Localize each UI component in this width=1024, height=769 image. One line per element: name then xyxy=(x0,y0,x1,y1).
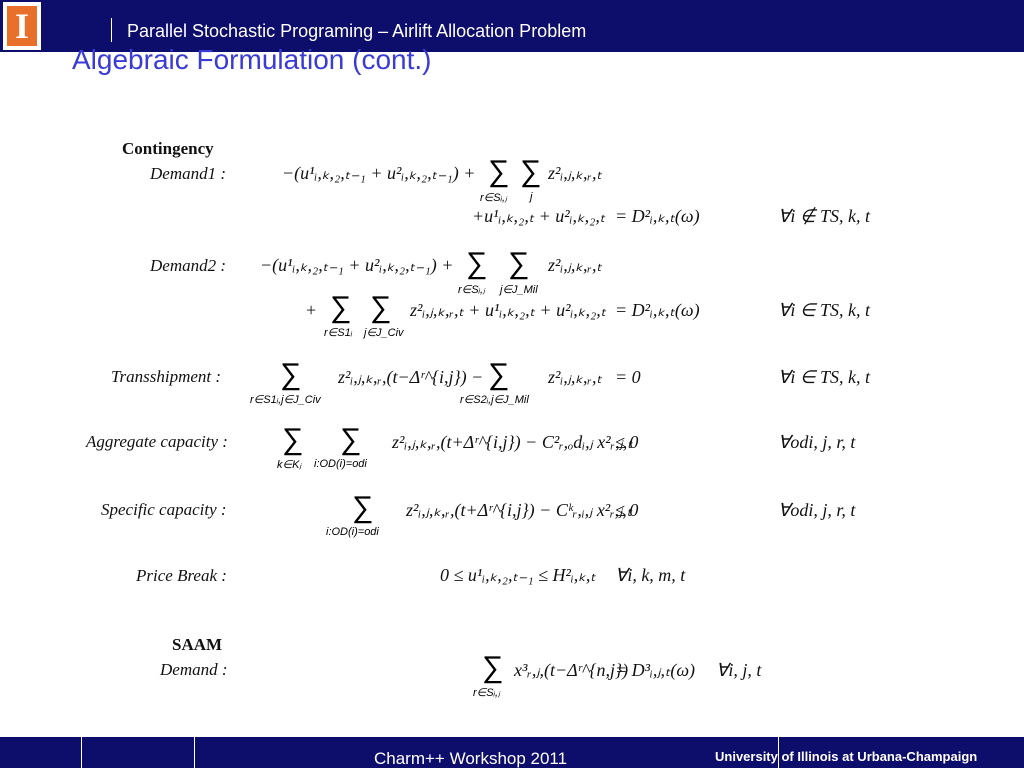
price-break-domain: ∀i, k, m, t xyxy=(615,565,686,585)
saam-rhs: = D³ᵢ,ⱼ,ₜ(ω) xyxy=(615,660,696,680)
saam-term: x³ᵣ,ⱼ,(t−Δʳ^{n,j}) xyxy=(514,660,629,680)
footer-institution: University of Illinois at Urbana-Champai… xyxy=(715,749,978,764)
transshipment-rhs: = 0 xyxy=(615,367,641,387)
summation-icon: ∑ xyxy=(282,423,304,456)
header-title: Parallel Stochastic Programing – Airlift… xyxy=(127,21,587,41)
demand1-rhs: = D²ᵢ,ₖ,ₜ(ω) xyxy=(615,206,700,226)
summation-icon: ∑ xyxy=(520,155,542,188)
demand2-sum1-sub: r∈Sᵢ,ⱼ xyxy=(458,284,485,296)
demand2-line2-term: z²ᵢ,ⱼ,ₖ,ᵣ,ₜ + u¹ᵢ,ₖ,₂,ₜ + u²ᵢ,ₖ,₂,ₜ xyxy=(410,300,607,320)
label-aggregate-capacity: Aggregate capacity : xyxy=(86,432,228,451)
summation-icon: ∑ xyxy=(280,358,302,391)
transshipment-term2: z²ᵢ,ⱼ,ₖ,ᵣ,ₜ xyxy=(548,367,602,387)
logo-block-icon: I xyxy=(7,6,37,46)
label-price-break: Price Break : xyxy=(136,566,227,585)
aggregate-sum1-sub: k∈Kⱼ xyxy=(277,459,302,471)
demand1-sum2-sub: j xyxy=(530,191,533,203)
footer-bar: Charm++ Workshop 2011 University of Illi… xyxy=(0,737,1024,768)
specific-domain: ∀odi, j, r, t xyxy=(778,500,856,520)
demand2-line1-lhs: −(u¹ᵢ,ₖ,₂,ₜ₋₁ + u²ᵢ,ₖ,₂,ₜ₋₁) + xyxy=(260,255,454,275)
transshipment-sum1-sub: r∈S1ᵢ,j∈J_Civ xyxy=(250,394,321,406)
footer-divider xyxy=(81,737,82,768)
summation-icon: ∑ xyxy=(482,651,504,684)
footer-divider xyxy=(194,737,195,768)
summation-icon: ∑ xyxy=(370,291,392,324)
footer-event-name: Charm++ Workshop 2011 xyxy=(374,749,568,768)
demand2-sum4-sub: j∈J_Civ xyxy=(364,327,404,339)
transshipment-sum2-sub: r∈S2ᵢ,j∈J_Mil xyxy=(460,394,529,406)
slide-title: Algebraic Formulation (cont.) xyxy=(72,44,432,75)
summation-icon: ∑ xyxy=(488,155,510,188)
transshipment-term1: z²ᵢ,ⱼ,ₖ,ᵣ,(t−Δʳ^{i,j}) − xyxy=(338,367,484,387)
aggregate-sum2-sub: i:OD(i)=odi xyxy=(314,458,367,470)
saam-domain: ∀i, j, t xyxy=(716,660,762,680)
demand1-sum1-sub: r∈Sᵢ,ⱼ xyxy=(480,192,507,204)
section-heading-contingency: Contingency xyxy=(122,139,214,158)
label-transshipment: Transshipment : xyxy=(111,367,222,386)
label-demand2: Demand2 : xyxy=(150,256,227,275)
footer-divider xyxy=(778,737,779,768)
logo-letter: I xyxy=(14,6,29,46)
summation-icon: ∑ xyxy=(330,291,352,324)
specific-rhs: ≤ 0 xyxy=(615,500,639,520)
demand2-domain: ∀i ∈ TS, k, t xyxy=(778,300,870,320)
summation-icon: ∑ xyxy=(352,491,374,524)
demand2-sum2-sub: j∈J_Mil xyxy=(500,284,538,296)
header-bar: I Parallel Stochastic Programing – Airli… xyxy=(0,0,1024,52)
summation-icon: ∑ xyxy=(508,247,530,280)
label-demand1: Demand1 : xyxy=(150,164,227,183)
summation-icon: ∑ xyxy=(340,423,362,456)
summation-icon: ∑ xyxy=(466,247,488,280)
saam-sum-sub: r∈Sᵢ,ⱼ xyxy=(473,687,500,699)
transshipment-domain: ∀i ∈ TS, k, t xyxy=(778,367,870,387)
demand2-rhs: = D²ᵢ,ₖ,ₜ(ω) xyxy=(615,300,700,320)
demand2-line1-term: z²ᵢ,ⱼ,ₖ,ᵣ,ₜ xyxy=(548,255,602,275)
demand1-line1-term: z²ᵢ,ⱼ,ₖ,ᵣ,ₜ xyxy=(548,163,602,183)
specific-term: z²ᵢ,ⱼ,ₖ,ᵣ,(t+Δʳ^{i,j}) − Cᵏᵣ,ᵢ,ⱼ x²ᵣ,ⱼ,ₜ xyxy=(406,500,633,520)
label-saam-demand: Demand : xyxy=(160,660,228,679)
specific-sum-sub: i:OD(i)=odi xyxy=(326,526,379,538)
summation-icon: ∑ xyxy=(488,358,510,391)
demand1-line2-lhs: +u¹ᵢ,ₖ,₂,ₜ + u²ᵢ,ₖ,₂,ₜ xyxy=(472,206,606,226)
demand1-domain: ∀i ∉ TS, k, t xyxy=(778,206,870,226)
price-break-expr: 0 ≤ u¹ᵢ,ₖ,₂,ₜ₋₁ ≤ H²ᵢ,ₖ,ₜ xyxy=(440,565,596,585)
university-logo: I xyxy=(3,2,41,50)
aggregate-rhs: ≤ 0 xyxy=(615,432,639,452)
header-divider xyxy=(111,18,112,42)
demand1-line1-lhs: −(u¹ᵢ,ₖ,₂,ₜ₋₁ + u²ᵢ,ₖ,₂,ₜ₋₁) + xyxy=(282,163,476,183)
aggregate-domain: ∀odi, j, r, t xyxy=(778,432,856,452)
section-heading-saam: SAAM xyxy=(172,635,223,654)
demand2-sum3-sub: r∈S1ᵢ xyxy=(324,327,353,339)
aggregate-term: z²ᵢ,ⱼ,ₖ,ᵣ,(t+Δʳ^{i,j}) − C²ᵣ,ₒdᵢ,ⱼ x²ᵣ,ⱼ… xyxy=(392,432,633,452)
label-specific-capacity: Specific capacity : xyxy=(101,500,227,519)
demand2-line2-plus: + xyxy=(306,300,317,320)
